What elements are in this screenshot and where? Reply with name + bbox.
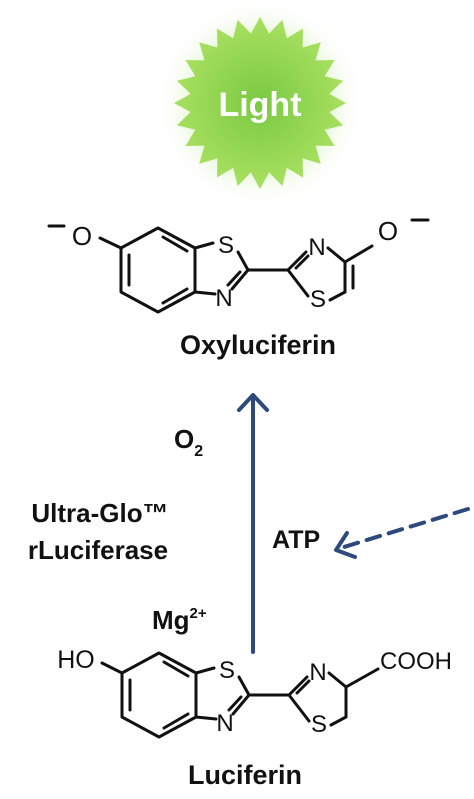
- atp-arrow-shaft: [342, 507, 470, 549]
- oxy-c2b-n-double: [294, 254, 310, 270]
- oxy-s-c2b-bond: [286, 268, 310, 298]
- luc-cooh-bond: [344, 667, 380, 689]
- luciferin-atoms: HO S N N S COOH: [57, 646, 452, 738]
- luc-c2-n-bond: [231, 693, 251, 716]
- mg-symbol: Mg: [152, 605, 190, 635]
- oxy-c2b-n-bond: [286, 250, 308, 272]
- luc-c-s-bond: [194, 666, 216, 675]
- mg-superscript: 2+: [190, 605, 207, 622]
- light-burst: Light: [155, 0, 365, 208]
- oxy-right-o-bond: [343, 244, 374, 264]
- atp-arrow-head: [334, 531, 357, 559]
- light-starburst: [174, 17, 346, 189]
- oxy-c-s-bond: [193, 241, 215, 250]
- oxy-n2: N: [308, 234, 325, 261]
- enzyme-name-line2: rLuciferase: [28, 535, 168, 565]
- o2-subscript: 2: [194, 443, 203, 460]
- luc-ho-bond: [100, 661, 124, 675]
- luc-n1: N: [216, 710, 233, 737]
- oxy-n1: N: [215, 285, 232, 312]
- atp-label: ATP: [272, 526, 320, 554]
- oxy-c2-n-double: [226, 270, 242, 287]
- luc-s2: S: [311, 711, 327, 738]
- o2-symbol: O: [174, 424, 194, 454]
- oxyluciferin-structure: [47, 218, 430, 314]
- luc-benzene-double-2: [162, 712, 190, 730]
- luc-s-c2b-bond: [287, 693, 311, 723]
- oxy-n-c4-bond: [326, 246, 347, 264]
- oxy-s2: S: [310, 286, 326, 313]
- luciferin-structure: [100, 651, 380, 739]
- light-label: Light: [218, 86, 301, 124]
- luc-benzene-double-1: [162, 660, 190, 678]
- luc-benzene-ring: [120, 651, 198, 739]
- reaction-arrow-main: [237, 393, 269, 654]
- luc-c5-s-bond: [329, 715, 348, 727]
- oxy-s1: S: [218, 232, 234, 259]
- luc-c2b-n-double: [295, 679, 311, 695]
- oxy-left-o: O: [72, 221, 92, 251]
- oxy-benzene-double-1: [161, 235, 189, 253]
- oxy-benzene-ring: [119, 226, 197, 314]
- luc-ho: HO: [57, 646, 95, 674]
- oxyluciferin-label: Oxyluciferin: [180, 330, 336, 360]
- luc-n-c-bond: [194, 715, 218, 721]
- luc-cooh: COOH: [380, 648, 452, 675]
- reaction-arrow-atp: [334, 507, 470, 559]
- oxy-s-c2-bond: [236, 250, 250, 272]
- luc-c2-n-double: [227, 695, 243, 712]
- luciferin-label: Luciferin: [188, 760, 302, 790]
- oxyluciferin-atoms: O S N N S O: [72, 216, 398, 313]
- luc-c2b-n-bond: [287, 675, 309, 697]
- enzyme-name-line1: Ultra-Glo™: [31, 498, 168, 528]
- oxy-benzene-double-2: [161, 287, 189, 305]
- oxy-right-o: O: [378, 216, 398, 246]
- oxy-n-c-bond: [193, 290, 217, 296]
- mg-label: Mg2+: [152, 605, 207, 635]
- luc-s1: S: [219, 657, 235, 684]
- main-arrow-head: [237, 393, 269, 412]
- oxy-c5-s-bond: [328, 290, 347, 302]
- oxy-c2-n-bond: [230, 268, 250, 291]
- luc-n-c4-bond: [327, 671, 348, 689]
- luc-s-c2-bond: [237, 675, 251, 697]
- reaction-labels: O2 Ultra-Glo™ rLuciferase ATP Mg2+: [28, 424, 320, 635]
- o2-label: O2: [174, 424, 203, 460]
- luc-n2: N: [309, 659, 326, 686]
- oxy-o-bond: [98, 236, 123, 250]
